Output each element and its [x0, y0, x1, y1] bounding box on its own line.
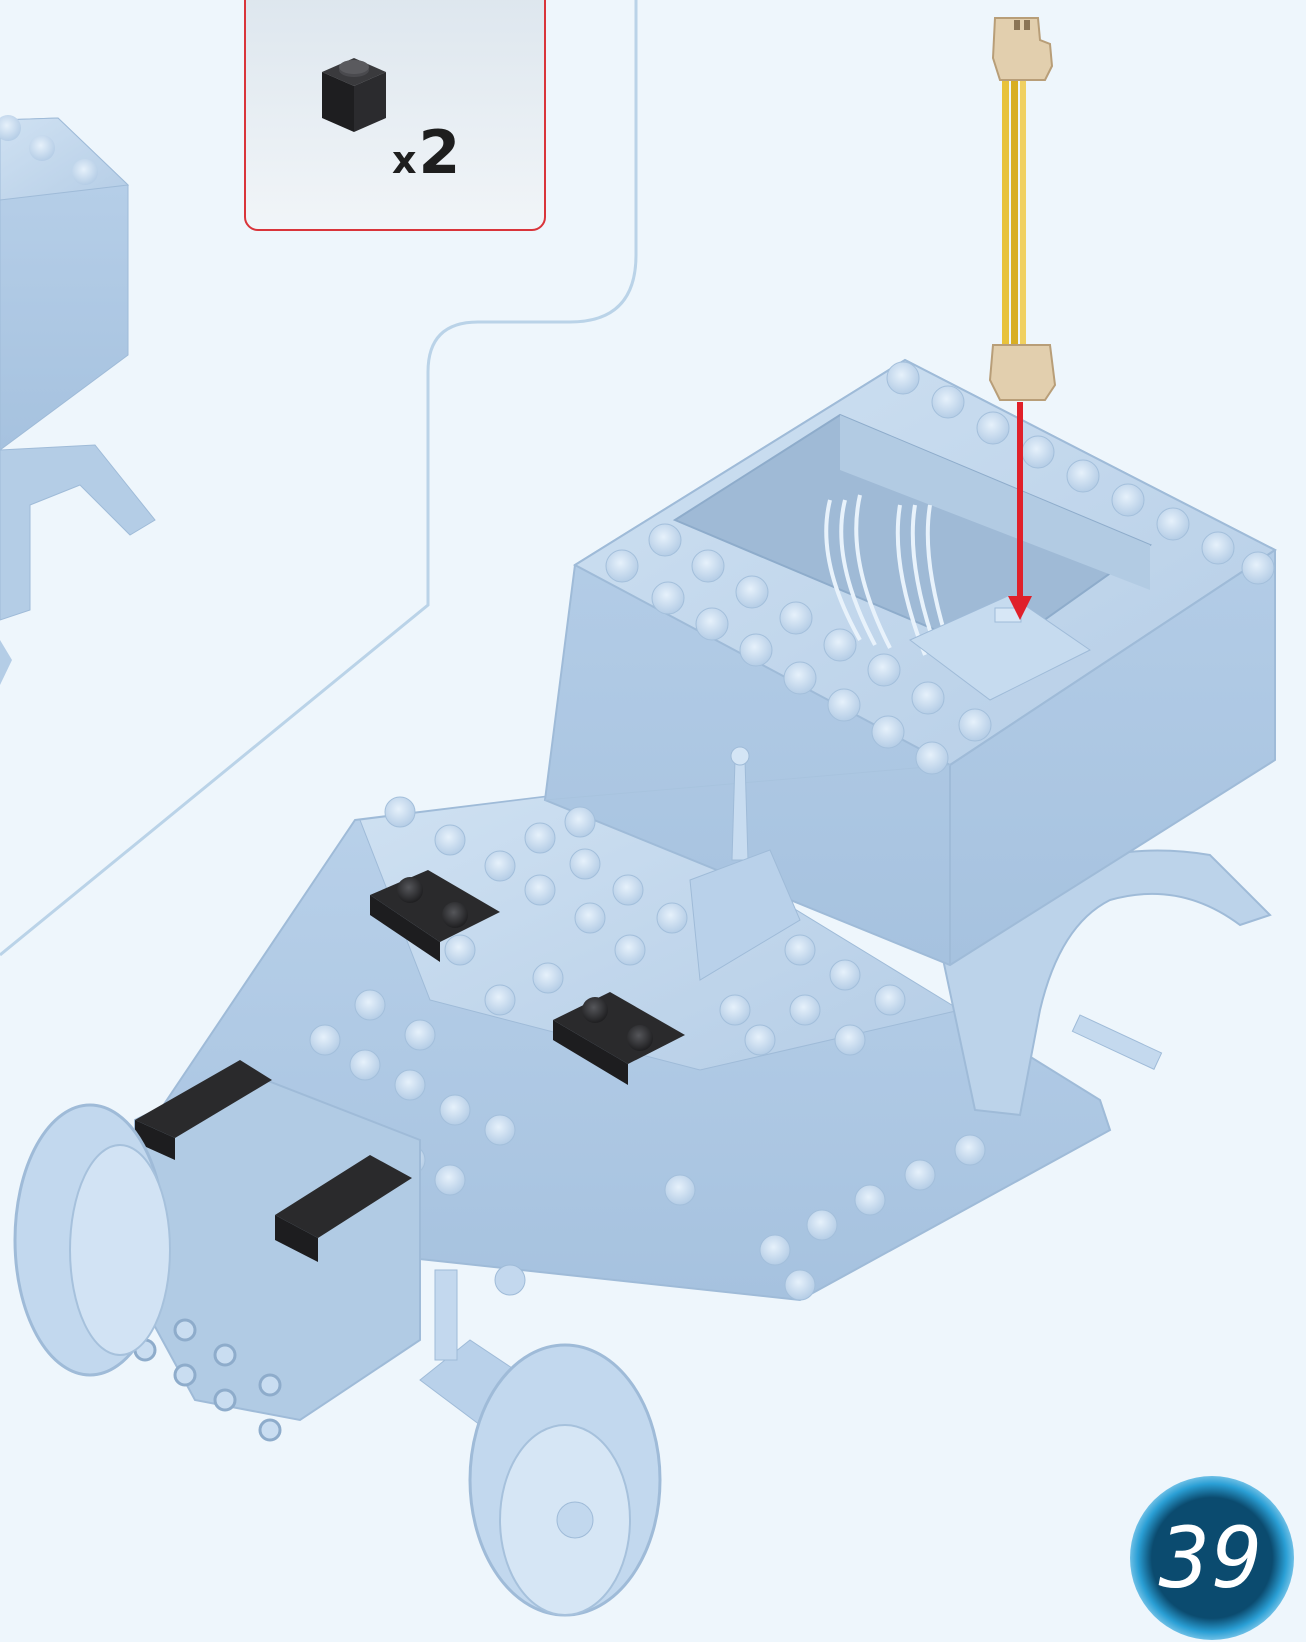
robot-cart-model	[15, 360, 1275, 1615]
parts-callout: x2	[244, 0, 546, 231]
step-number-badge: 39	[1130, 1476, 1294, 1640]
quantity-value: 2	[419, 118, 463, 188]
quantity-label: x2	[392, 118, 462, 188]
previous-step-model	[0, 115, 155, 685]
cable-icon	[990, 18, 1055, 400]
step-number: 39	[1130, 1476, 1294, 1640]
black-1x1-brick-icon	[314, 50, 394, 140]
front-right-wheel	[420, 1340, 660, 1615]
quantity-prefix: x	[392, 138, 419, 182]
